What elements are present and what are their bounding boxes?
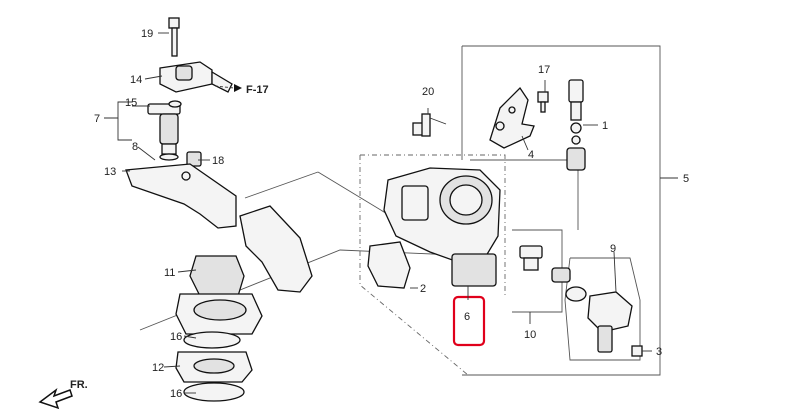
insulator-11	[175, 205, 313, 335]
injector-7	[147, 100, 182, 161]
callout-20: 20	[422, 86, 434, 98]
callout-12: 12	[152, 362, 164, 374]
gaskets-12-16	[175, 331, 253, 402]
front-direction-indicator: FR.	[38, 379, 88, 410]
callout-6: 6	[464, 311, 470, 323]
callout-14: 14	[130, 74, 142, 86]
callout-labels: 19 14 15 7 8 18 13 11 16 12 16 20 17 4 1…	[94, 28, 689, 400]
callout-18: 18	[212, 155, 224, 167]
callout-11: 11	[164, 267, 175, 279]
front-label: FR.	[70, 379, 88, 391]
leader-lines	[104, 32, 678, 394]
callout-16a: 16	[170, 331, 182, 343]
f17-label: F-17	[246, 84, 269, 96]
sensor-10	[519, 245, 587, 302]
callout-17: 17	[538, 64, 550, 76]
callout-10: 10	[524, 329, 536, 341]
callout-6-highlight: 6	[452, 286, 486, 347]
throttle-body-6	[383, 167, 501, 287]
screw-17	[537, 91, 549, 113]
fuel-joint-14	[159, 61, 233, 93]
cable-bracket-4	[489, 86, 535, 149]
gasket-2	[367, 241, 411, 289]
bolt-20	[412, 113, 447, 137]
callout-9: 9	[610, 243, 616, 255]
callout-4: 4	[528, 149, 534, 161]
f17-reference: F-17	[214, 84, 269, 96]
callout-16b: 16	[170, 388, 182, 400]
screw-3	[631, 345, 652, 357]
front-arrow-icon	[38, 387, 73, 410]
callout-19: 19	[141, 28, 153, 40]
sensor-unit-9	[587, 291, 633, 353]
bracket-13	[125, 163, 237, 229]
callout-15: 15	[125, 97, 137, 109]
callout-13: 13	[104, 166, 116, 178]
callout-3: 3	[656, 346, 662, 358]
callout-7: 7	[94, 113, 100, 125]
bolt-19	[168, 17, 180, 57]
callout-2: 2	[420, 283, 426, 295]
callout-5: 5	[683, 173, 689, 185]
callout-8: 8	[132, 141, 138, 153]
idle-screw-1	[566, 79, 586, 171]
callout-1: 1	[602, 120, 608, 132]
